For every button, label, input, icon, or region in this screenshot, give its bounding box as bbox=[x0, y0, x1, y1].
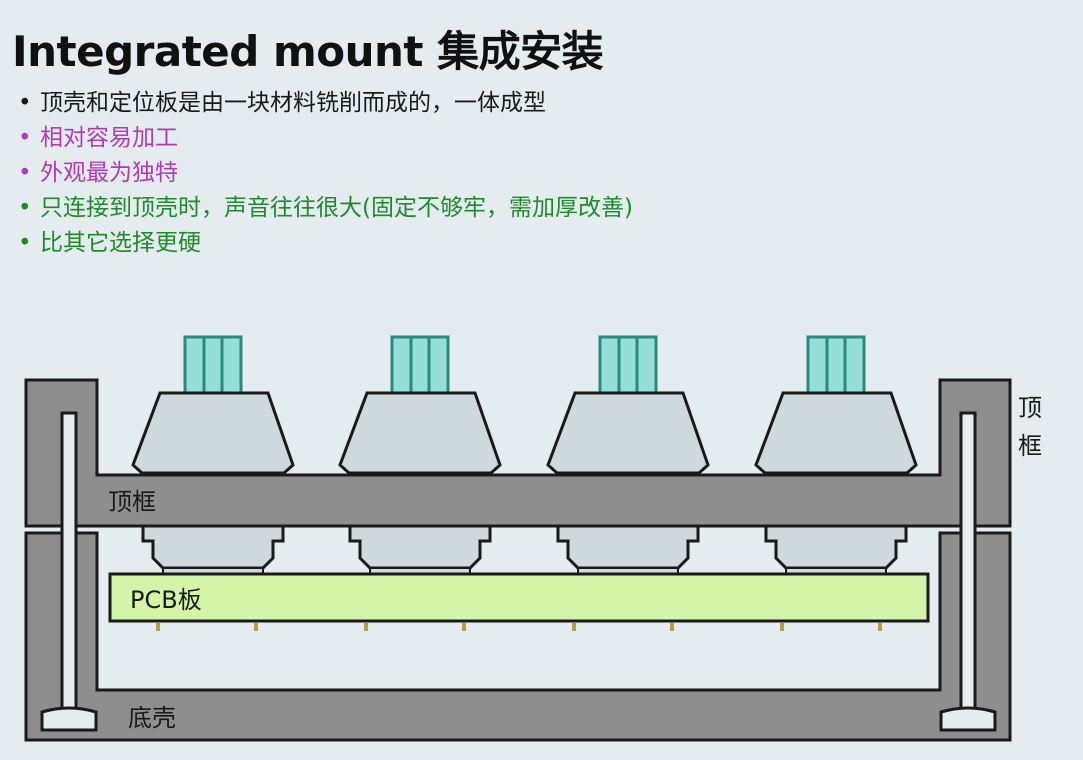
right-screw-head bbox=[939, 706, 997, 732]
switch-unit bbox=[131, 335, 295, 575]
pcb-board bbox=[108, 572, 930, 623]
bullet-item: •顶壳和定位板是由一块材料铣削而成的，一体成型 bbox=[18, 90, 546, 116]
left-screw-head bbox=[40, 706, 98, 732]
switch-stem bbox=[598, 335, 658, 396]
keycap bbox=[754, 391, 918, 475]
bullet-item: •外观最为独特 bbox=[18, 160, 178, 186]
top-frame-side-label-2: 框 bbox=[1018, 432, 1042, 460]
switch-unit bbox=[546, 335, 710, 575]
bullet-item: •比其它选择更硬 bbox=[18, 230, 201, 256]
switch-housing bbox=[556, 524, 700, 570]
feature-list: •顶壳和定位板是由一块材料铣削而成的，一体成型 •相对容易加工 •外观最为独特 … bbox=[18, 86, 633, 261]
keycap bbox=[131, 391, 295, 475]
switch-stem bbox=[806, 335, 866, 396]
bullet-text: 只连接到顶壳时，声音往往很大(固定不够牢，需加厚改善) bbox=[40, 195, 633, 221]
keycap bbox=[338, 391, 502, 475]
bullet-text: 相对容易加工 bbox=[40, 125, 178, 151]
bottom-case bbox=[24, 531, 1012, 742]
pcb-label: PCB板 bbox=[130, 586, 202, 614]
bullet-item: •相对容易加工 bbox=[18, 125, 178, 151]
left-screw-channel bbox=[60, 411, 78, 727]
switch-unit bbox=[338, 335, 502, 575]
switch-housing bbox=[764, 524, 908, 570]
switch-stem bbox=[390, 335, 450, 396]
bullet-text: 顶壳和定位板是由一块材料铣削而成的，一体成型 bbox=[40, 90, 546, 116]
bottom-case-label: 底壳 bbox=[128, 704, 176, 732]
bullet-text: 比其它选择更硬 bbox=[40, 230, 201, 256]
switch-housing bbox=[348, 524, 492, 570]
right-screw-channel bbox=[959, 411, 977, 727]
switch-unit bbox=[754, 335, 918, 575]
bullet-text: 外观最为独特 bbox=[40, 160, 178, 186]
switch-stem bbox=[183, 335, 243, 396]
solder-pins bbox=[156, 623, 882, 631]
top-frame-label: 顶框 bbox=[108, 488, 156, 516]
page-title: Integrated mount 集成安装 bbox=[12, 27, 604, 76]
keycap bbox=[546, 391, 710, 475]
bullet-item: •只连接到顶壳时，声音往往很大(固定不够牢，需加厚改善) bbox=[18, 195, 633, 221]
top-frame-side-label-1: 顶 bbox=[1018, 394, 1042, 422]
switch-housing bbox=[141, 524, 285, 570]
